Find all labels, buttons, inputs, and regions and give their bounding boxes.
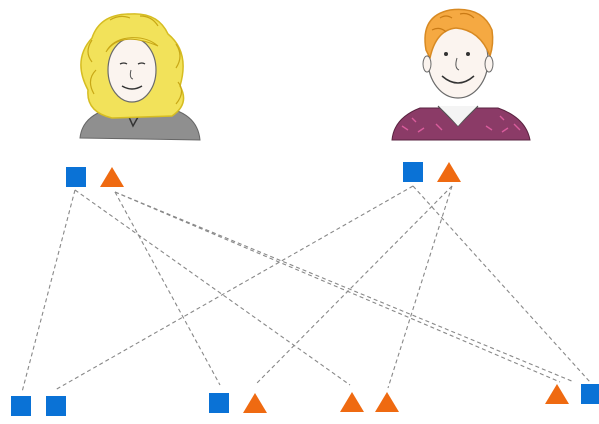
father-portrait [391,8,531,141]
mother-allele-1-square-icon [66,167,86,187]
father-allele-2-triangle-icon [437,162,461,182]
connector-line [114,191,575,383]
connector-line [74,189,351,386]
connector-line [254,185,453,386]
father-hair [424,8,494,61]
inheritance-connectors [21,185,591,393]
child-1-allele-1-square-icon [11,396,31,416]
father-allele-1-square-icon [403,162,423,182]
child-2-allele-1-square-icon [209,393,229,413]
child-3-allele-1-triangle-icon [340,392,364,412]
mother-portrait [79,13,201,141]
allele-symbols [11,162,599,416]
child-3-allele-2-triangle-icon [375,392,399,412]
father-sweater [391,107,531,141]
connector-line [114,191,561,383]
mother-allele-2-triangle-icon [100,167,124,187]
child-1-allele-2-square-icon [46,396,66,416]
child-4-allele-2-square-icon [581,384,599,404]
child-2-allele-2-triangle-icon [243,393,267,413]
connector-line [387,185,453,389]
connector-line [21,189,76,393]
connector-line [412,185,591,383]
child-4-allele-1-triangle-icon [545,384,569,404]
connector-line [54,185,414,391]
connector-line [114,191,221,386]
mother-face [107,37,157,103]
